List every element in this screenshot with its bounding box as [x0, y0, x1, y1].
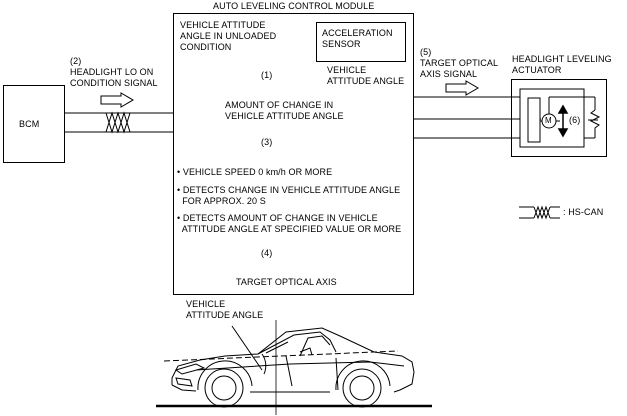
attitude-unloaded-line-1: VEHICLE ATTITUDE: [180, 20, 266, 30]
hs-can-line-bcm: [64, 111, 173, 134]
sensor-output-line-1: VEHICLE: [327, 65, 367, 75]
actuator-number: (6): [569, 115, 581, 125]
signal-in-line-1: HEADLIGHT LO ON: [70, 67, 154, 77]
acceleration-sensor-box: [316, 22, 406, 62]
vehicle-attitude-line-2: ATTITUDE ANGLE: [186, 310, 264, 320]
attitude-unloaded-line-3: CONDITION: [180, 42, 232, 52]
car-illustration: [156, 320, 432, 415]
legend-hs-can-symbol: [519, 205, 560, 220]
step-1-result-line-1: AMOUNT OF CHANGE IN: [225, 100, 334, 110]
actuator-box: [511, 79, 607, 157]
condition-1-line-1: • VEHICLE SPEED 0 km/h OR MORE: [177, 167, 333, 177]
step-3-number: (3): [261, 137, 273, 147]
control-module-title: AUTO LEVELING CONTROL MODULE: [213, 1, 375, 11]
actuator-line-2: ACTUATOR: [512, 65, 562, 75]
actuator-motor-label: M: [545, 116, 552, 125]
condition-3-line-2: ATTITUDE ANGLE AT SPECIFIED VALUE OR MOR…: [177, 224, 402, 234]
signal-out-number: (5): [420, 47, 432, 57]
signal-in-arrow: [100, 92, 134, 108]
module-to-actuator-lines: [413, 96, 520, 139]
condition-2-line-1: • DETECTS CHANGE IN VEHICLE ATTITUDE ANG…: [177, 185, 401, 195]
acceleration-sensor-line-2: SENSOR: [322, 39, 361, 49]
acceleration-sensor-line-1: ACCELERATION: [322, 28, 393, 38]
actuator-double-arrow: [557, 104, 569, 138]
signal-in-line-2: CONDITION SIGNAL: [70, 78, 158, 88]
step-1-result-line-2: VEHICLE ATTITUDE ANGLE: [225, 111, 344, 121]
bcm-label: BCM: [19, 119, 40, 129]
actuator-internals: [519, 88, 601, 148]
vehicle-attitude-line-1: VEHICLE: [186, 299, 226, 309]
bcm-box: [3, 85, 65, 163]
attitude-unloaded-line-2: ANGLE IN UNLOADED: [180, 31, 277, 41]
signal-out-line-2: AXIS SIGNAL: [420, 69, 478, 79]
step-1-number: (1): [261, 70, 273, 80]
signal-in-number: (2): [70, 56, 82, 66]
signal-out-arrow: [445, 80, 479, 96]
actuator-line-1: HEADLIGHT LEVELING: [512, 54, 612, 64]
step-4-number: (4): [261, 248, 273, 258]
condition-3-line-1: • DETECTS AMOUNT OF CHANGE IN VEHICLE: [177, 213, 378, 223]
step-4-result: TARGET OPTICAL AXIS: [236, 277, 337, 287]
sensor-output-line-2: ATTITUDE ANGLE: [327, 76, 405, 86]
condition-2-line-2: FOR APPROX. 20 S: [177, 196, 266, 206]
signal-out-line-1: TARGET OPTICAL: [420, 58, 499, 68]
legend-hs-can-label: : HS-CAN: [563, 207, 604, 217]
